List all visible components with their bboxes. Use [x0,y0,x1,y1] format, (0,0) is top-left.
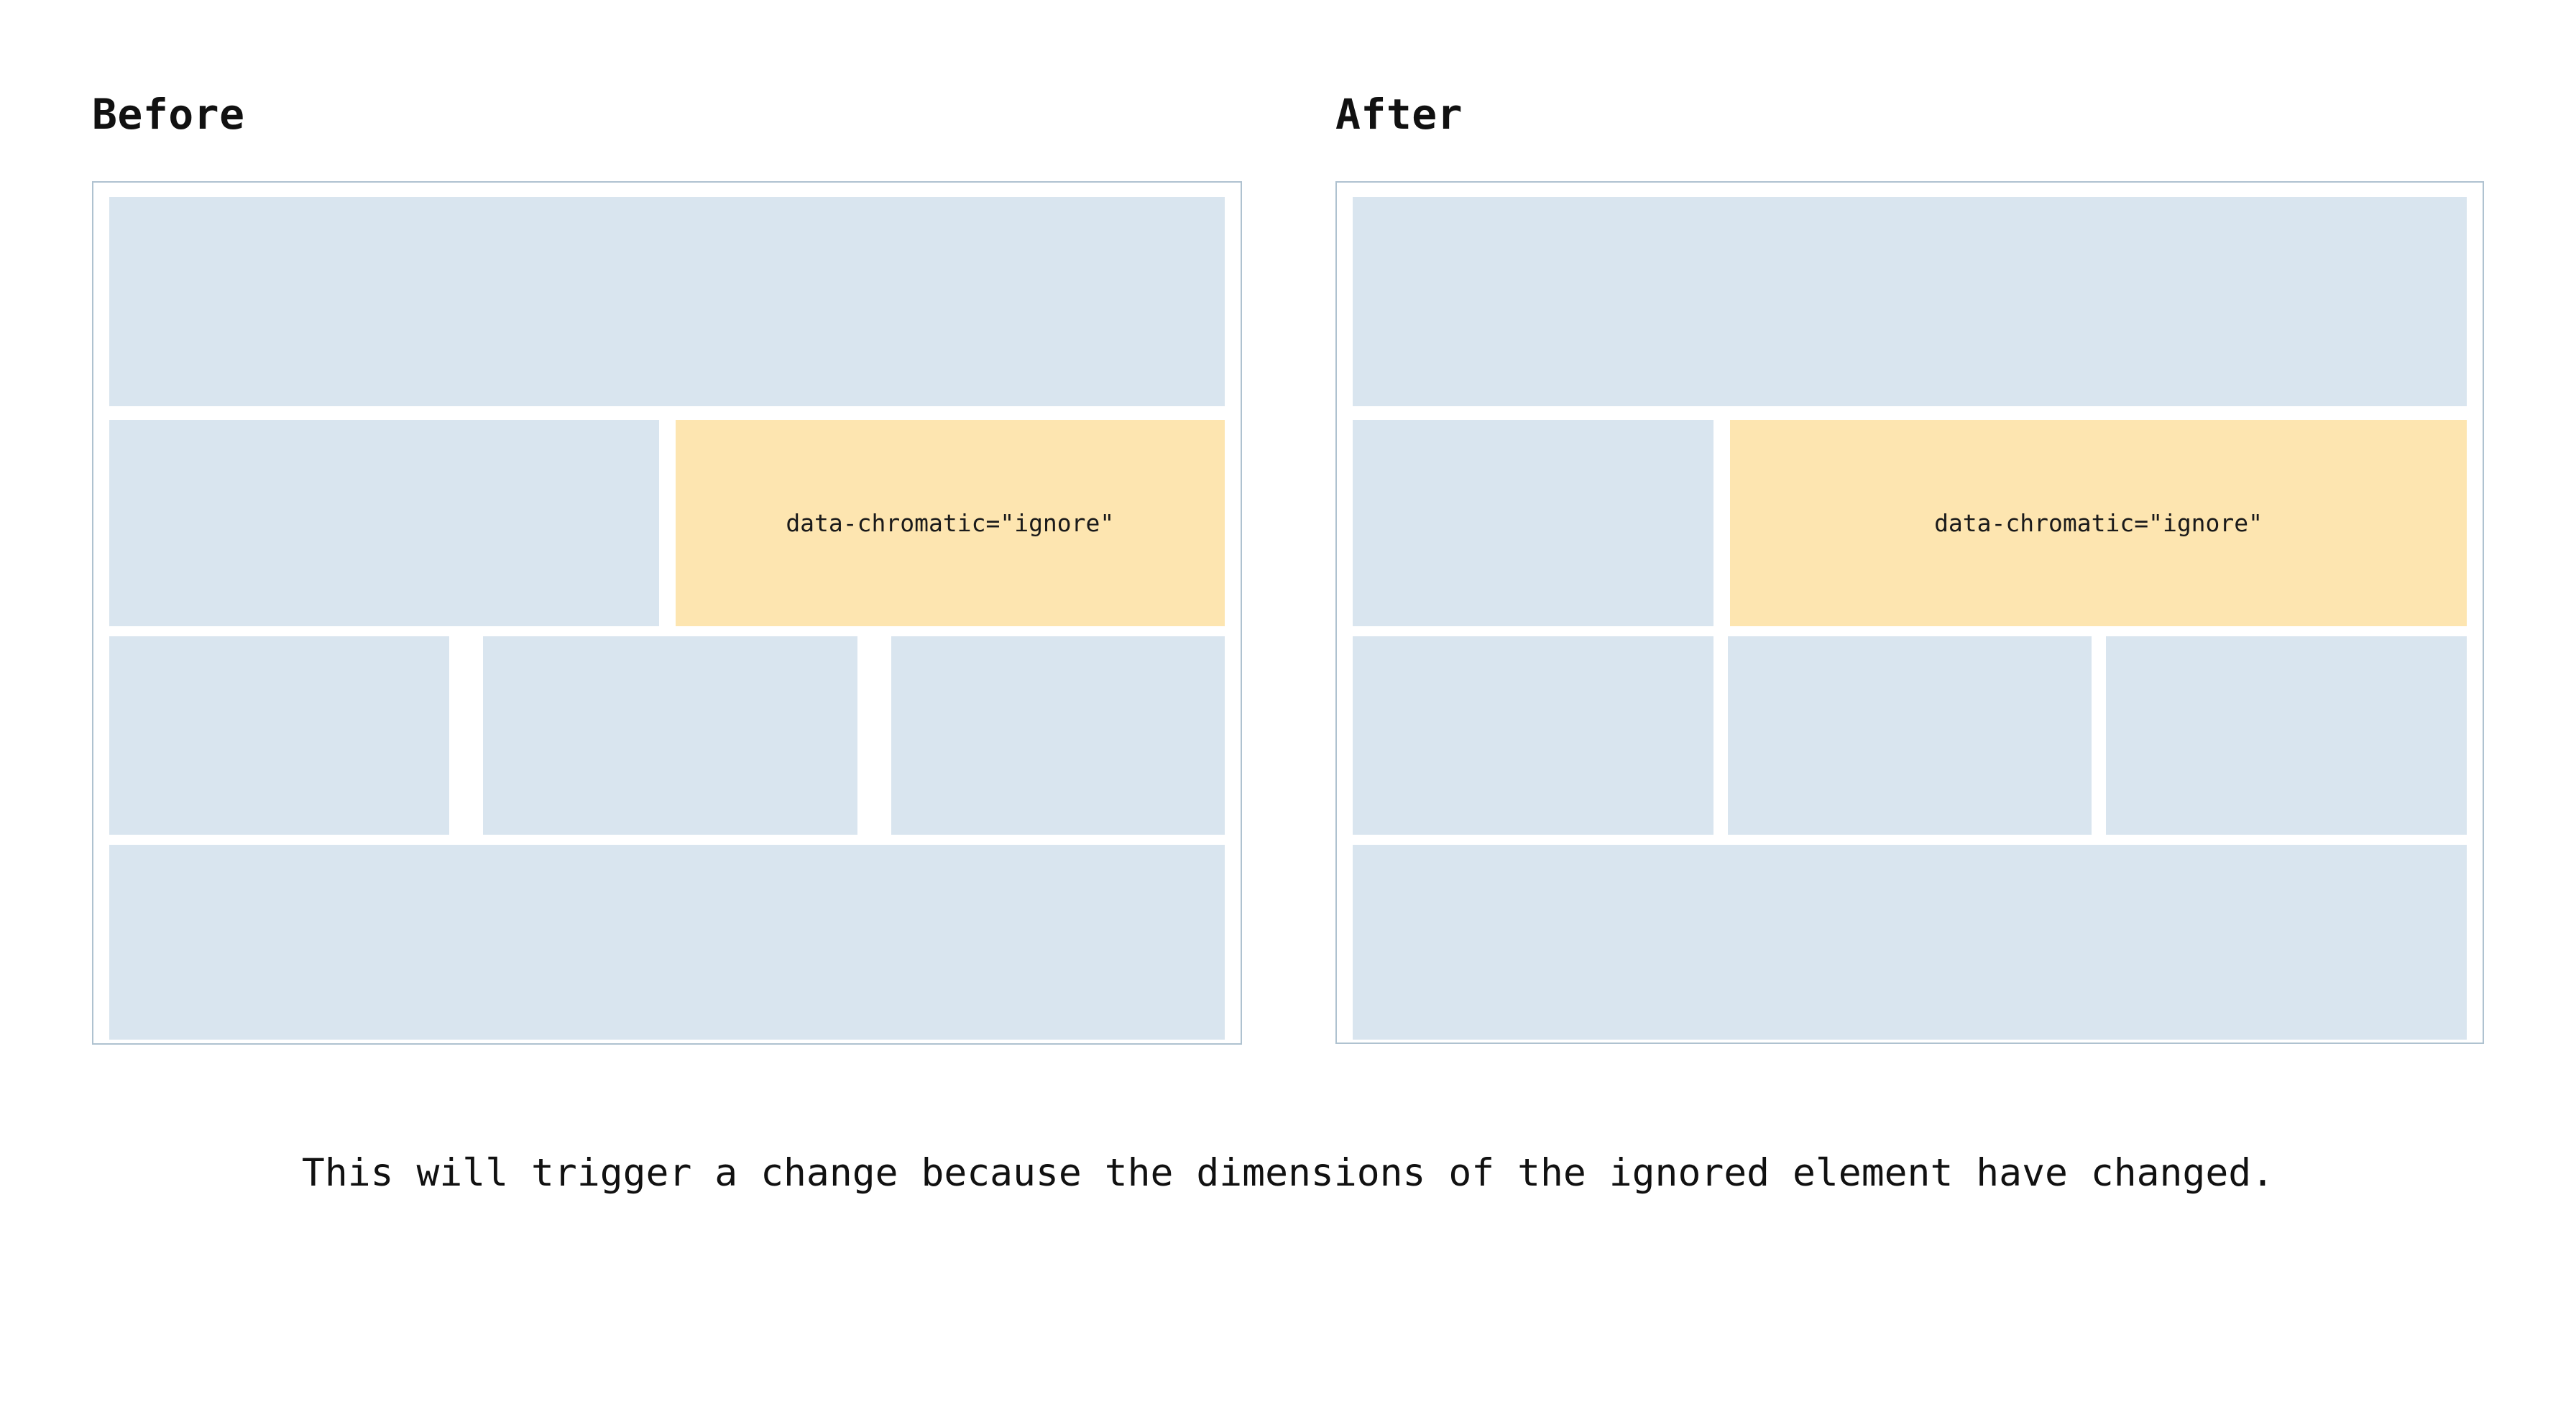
skeleton-row-2: data-chromatic="ignore" [109,420,1225,626]
ignored-element-label: data-chromatic="ignore" [1934,508,2263,537]
ignored-element-block: data-chromatic="ignore" [675,420,1225,626]
placeholder-block [109,845,1225,1040]
skeleton-row-3 [109,636,1225,835]
skeleton-row-3 [1353,636,2467,835]
skeleton-row-1 [1353,197,2467,406]
ignored-element-block: data-chromatic="ignore" [1730,420,2467,626]
panel-frame-after: data-chromatic="ignore" [1335,181,2484,1044]
placeholder-block [1353,636,1714,835]
placeholder-block [1353,845,2467,1040]
ignored-element-label: data-chromatic="ignore" [786,508,1115,537]
row-gap [1714,636,1728,835]
row-gap [857,636,891,835]
row-gap [659,420,676,626]
explanation-caption: This will trigger a change because the d… [301,1151,2275,1195]
skeleton-row-1 [109,197,1225,406]
placeholder-block [1353,420,1714,626]
skeleton-row-4 [1353,845,2467,1040]
placeholder-block [109,420,660,626]
skeleton-row-4 [109,845,1225,1040]
placeholder-block [109,636,450,835]
skeleton-after: data-chromatic="ignore" [1353,197,2467,1040]
placeholder-block [1353,197,2467,406]
row-gap [1714,420,1730,626]
skeleton-row-2: data-chromatic="ignore" [1353,420,2467,626]
row-gap [2092,636,2106,835]
row-gap [449,636,483,835]
placeholder-block [1728,636,2092,835]
panel-title-after: After [1335,90,1463,139]
placeholder-block [2105,636,2467,835]
panel-title-before: Before [92,90,245,139]
placeholder-block [109,197,1225,406]
panel-frame-before: data-chromatic="ignore" [92,181,1242,1045]
placeholder-block [891,636,1225,835]
skeleton-before: data-chromatic="ignore" [109,197,1225,1040]
placeholder-block [482,636,858,835]
